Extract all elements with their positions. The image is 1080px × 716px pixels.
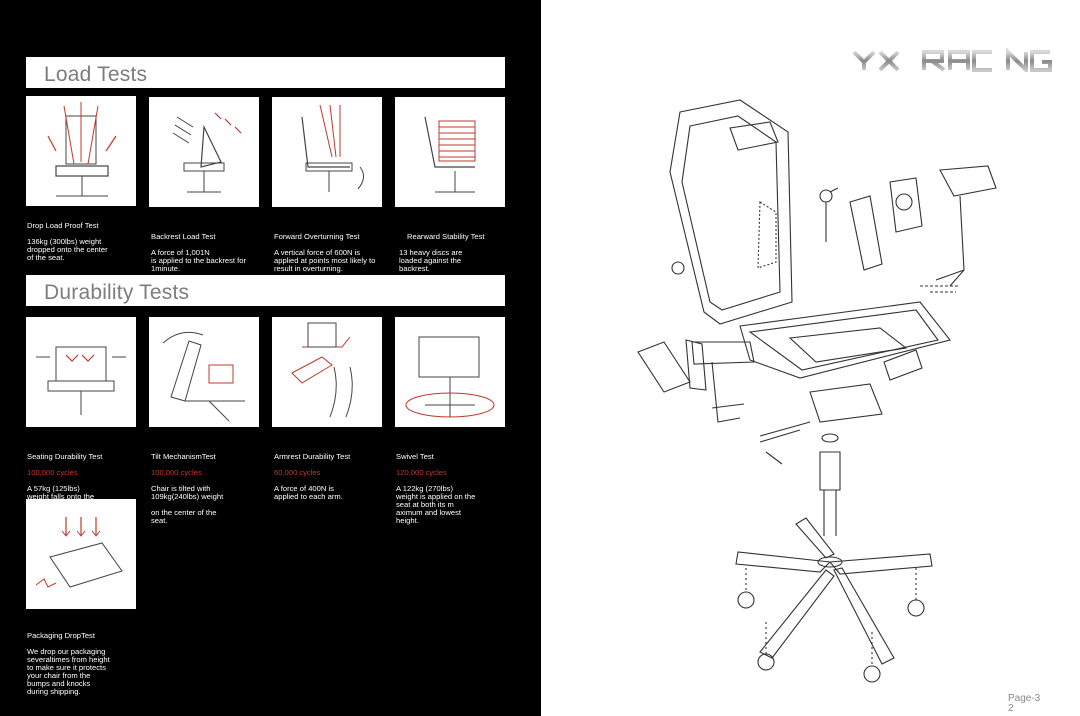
caption-label: Drop Load Proof Test: [27, 221, 99, 230]
backrest-load-test-image: [149, 97, 259, 207]
durability-test-caption: Tilt MechanismTest 100,000 cycles Chair …: [151, 445, 266, 533]
packaging-drop-test-image: [26, 499, 136, 609]
caption-label: Tilt MechanismTest: [151, 452, 216, 461]
caption-desc: A force of 400N is applied to each arm.: [274, 484, 343, 501]
caption-label: Swivel Test: [396, 452, 434, 461]
caption-cycles: 60,000 cycles: [274, 468, 321, 477]
page-number: Page-3 2: [1008, 693, 1041, 714]
caption-label: Backrest Load Test: [151, 232, 216, 241]
caption-label: Seating Durability Test: [27, 452, 103, 461]
rearward-stability-test-image: [395, 97, 505, 207]
caption-cycles: 100,000 cycles: [27, 468, 78, 477]
caption-desc: A force of 1,001N is applied to the back…: [151, 248, 246, 273]
forward-overturning-test-image: [272, 97, 382, 207]
caption-label: Armrest Durability Test: [274, 452, 351, 461]
caption-desc: 13 heavy discs are loaded against the ba…: [399, 248, 463, 273]
durability-test-caption: Armrest Durability Test 60,000 cycles A …: [274, 445, 389, 509]
caption-desc: A vertical force of 600N is applied at p…: [274, 248, 376, 273]
durability-tests-header: Durability Tests: [26, 275, 505, 306]
caption-label: Forward Overturning Test: [274, 232, 360, 241]
load-test-caption: Backrest Load Test A force of 1,001N is …: [151, 225, 271, 281]
diagram-panel: [541, 0, 1080, 716]
load-tests-header: Load Tests: [26, 57, 505, 88]
durability-test-caption: Swivel Test 120,000 cycles A 122kg (270l…: [396, 445, 511, 533]
tilt-mechanism-test-image: [149, 317, 259, 427]
load-test-caption: Drop Load Proof Test 136kg (300lbs) weig…: [27, 214, 137, 270]
durability-tests-title: Durability Tests: [44, 281, 190, 304]
chair-exploded-diagram: [620, 92, 1010, 692]
load-test-caption: Forward Overturning Test A vertical forc…: [274, 225, 394, 281]
caption-desc: Chair is tilted with 109kg(240lbs) weigh…: [151, 484, 224, 525]
yx-racing-logo: [852, 47, 1052, 75]
seating-durability-test-image: [26, 317, 136, 427]
caption-cycles: 120,000 cycles: [396, 468, 447, 477]
load-tests-title: Load Tests: [44, 63, 148, 86]
drop-load-test-image: [26, 96, 136, 206]
load-test-caption: Rearward Stability Test 13 heavy discs a…: [399, 225, 509, 281]
swivel-test-image: [395, 317, 505, 427]
caption-desc: 136kg (300lbs) weight dropped onto the c…: [27, 237, 108, 262]
packaging-test-caption: Packaging DropTest We drop our packaging…: [27, 624, 137, 704]
caption-label: Rearward Stability Test: [407, 232, 485, 241]
caption-cycles: 100,000 cycles: [151, 468, 202, 477]
caption-desc: We drop our packaging severaltimes from …: [27, 647, 110, 696]
caption-label: Packaging DropTest: [27, 631, 95, 640]
armrest-durability-test-image: [272, 317, 382, 427]
caption-desc: A 122kg (270lbs) weight is applied on th…: [396, 484, 476, 525]
